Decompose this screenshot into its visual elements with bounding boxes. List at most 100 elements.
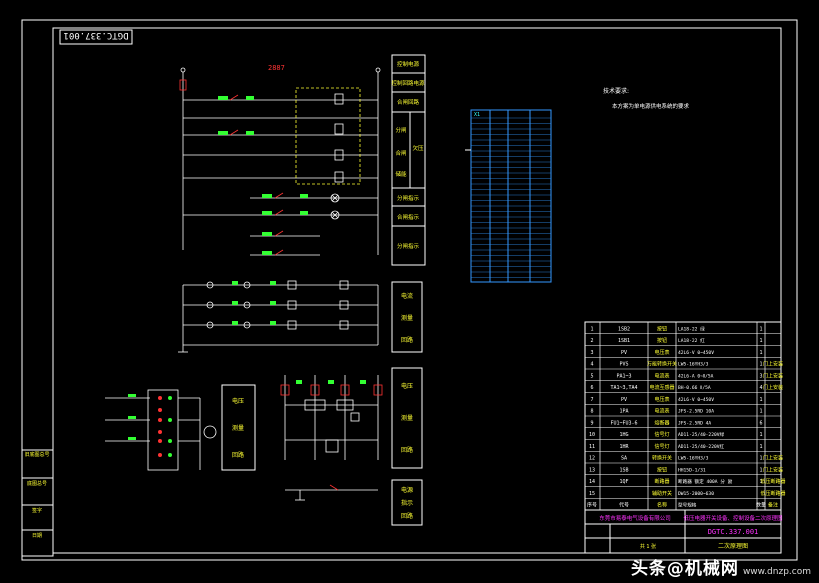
bom-cell: FU1~FU3-6	[610, 420, 637, 426]
bom-cell: 1	[590, 326, 593, 332]
svg-text:合闸指示: 合闸指示	[397, 213, 420, 221]
svg-text:测量: 测量	[401, 314, 413, 322]
bom-cell: 按钮	[657, 337, 667, 344]
bom-cell: AD11-25/40-220V红	[678, 443, 724, 450]
bom-cell: 1SB1	[618, 338, 630, 344]
bom-cell: 14	[589, 479, 595, 485]
bom-header-cell: 备注	[768, 502, 778, 509]
bom-cell: 门上安装	[763, 372, 783, 379]
svg-text:储能: 储能	[395, 170, 407, 178]
bom-cell: 1QF	[619, 479, 628, 485]
bom-cell: LW5-16YH3/3	[678, 362, 709, 368]
bom-cell: 1	[759, 467, 762, 473]
svg-text:测量: 测量	[232, 424, 244, 432]
tech-req-title: 技术要求:	[603, 87, 629, 95]
left-title-block: 旧底图总号 底图总号 签字 日期	[21, 449, 54, 557]
bom-cell: 1HG	[619, 432, 628, 438]
bom-cell: 15	[589, 491, 595, 497]
bom-cell: 5	[590, 373, 593, 379]
bom-cell: 42L6-V 0~450V	[678, 397, 714, 403]
bom-header-cell: 序号	[587, 502, 597, 509]
bom-cell: 信号灯	[654, 431, 669, 438]
bom-cell: 熔断器	[654, 419, 669, 426]
bom-cell: 万能转换开关	[647, 361, 677, 368]
title-drawing-number: DGTC.337.001	[708, 528, 759, 536]
bom-header-cell: 代号	[619, 502, 629, 509]
bom-cell: 1HR	[619, 444, 629, 450]
svg-text:控制回路电源: 控制回路电源	[391, 79, 425, 87]
svg-text:底图总号: 底图总号	[27, 480, 47, 487]
control-circuit	[179, 67, 381, 256]
svg-text:共 1 张: 共 1 张	[640, 543, 656, 550]
svg-text:回路: 回路	[401, 446, 413, 454]
svg-text:电源: 电源	[401, 486, 413, 494]
bom-cell: 1SB	[619, 467, 628, 473]
bom-cell: 低压断路器	[760, 478, 785, 485]
bom-cell: PV	[621, 350, 627, 356]
bom-cell: AD11-25/40-220V绿	[678, 431, 724, 438]
bom-cell: 42L6-V 0~450V	[678, 350, 714, 356]
watermark-brand: 头条@机械网	[630, 559, 739, 579]
bom-cell: PV	[621, 397, 627, 403]
svg-text:签字: 签字	[32, 507, 42, 514]
bom-cell: 1PA	[619, 409, 628, 415]
bom-cell: 1	[759, 444, 762, 450]
svg-text:合闸回路: 合闸回路	[397, 98, 420, 106]
terminal-strip: X1	[465, 109, 552, 283]
svg-text:控制电源: 控制电源	[397, 60, 420, 68]
svg-text:测量: 测量	[401, 414, 413, 422]
current-section-label: 电流 测量 回路	[391, 281, 423, 353]
bom-cell: 1	[759, 432, 762, 438]
svg-text:日期: 日期	[32, 533, 42, 539]
bom-cell: 电压表	[654, 396, 669, 403]
outer-frame	[21, 19, 798, 561]
bom-cell: LA18-22 红	[678, 337, 705, 344]
svg-text:指示: 指示	[401, 499, 413, 507]
bom-cell: 门上安装	[763, 361, 783, 368]
watermark-url: www.dnzp.com	[742, 567, 811, 577]
bom-cell: 12	[589, 456, 595, 462]
svg-text:回路: 回路	[401, 336, 413, 344]
bom-cell: 4	[759, 385, 762, 391]
company-name: 东莞市易泰电气设备有限公司	[599, 514, 671, 522]
bom-cell: 低压断路器	[760, 490, 785, 497]
svg-text:X1: X1	[474, 112, 480, 118]
bom-cell: 3	[759, 373, 762, 379]
bom-cell: 辅助开关	[652, 490, 672, 497]
bom-cell: 电压表	[654, 349, 669, 356]
functional-label-column: 控制电源 控制回路电源 合闸回路 分闸 合闸 储能 欠压 分闸指示 合闸指示 分…	[391, 54, 426, 266]
drawing-number-box: DGTC.337.001	[59, 29, 133, 45]
inner-frame	[52, 27, 782, 554]
svg-text:旧底图总号: 旧底图总号	[24, 451, 49, 458]
svg-text:回路: 回路	[232, 451, 244, 459]
bom-cell: 按钮	[657, 325, 667, 332]
sheet-title: 二次原理图	[718, 542, 748, 550]
bom-cell: 4	[590, 362, 593, 368]
voltage-measurement-circuit	[280, 375, 383, 501]
svg-text:回路: 回路	[401, 512, 413, 520]
bom-cell: 42L6-A 0~Ⅱ/5A	[678, 373, 714, 379]
svg-text:电流: 电流	[401, 292, 413, 300]
bom-cell: 门上安装	[763, 455, 783, 462]
bom-cell: 1	[759, 479, 762, 485]
circuit-number: 2887	[268, 64, 285, 72]
bom-cell: SA	[621, 456, 627, 462]
bom-cell: 8	[590, 409, 593, 415]
title-block: 东莞市易泰电气设备有限公司 低压电器开关设备、控制设备二次原理图 DGTC.33…	[585, 509, 783, 553]
bom-cell: 1	[759, 409, 762, 415]
bom-cell: 电流表	[654, 372, 669, 379]
bom-cell: 3	[590, 350, 593, 356]
bom-cell: 6	[759, 420, 762, 426]
bom-cell: 1	[759, 326, 762, 332]
current-metering-circuit	[178, 280, 379, 353]
bom-cell: PA1~3	[616, 373, 631, 379]
ct-terminal-circuit	[105, 389, 217, 471]
bom-cell: 1	[759, 456, 762, 462]
bom-header-cell: 数量	[756, 502, 766, 509]
bom-cell: 1	[759, 338, 762, 344]
svg-text:合闸: 合闸	[395, 149, 406, 157]
bom-cell: JFS-2.5RD 10A	[678, 409, 714, 415]
bom-cell: JFS-2.5RD 4A	[678, 420, 711, 426]
